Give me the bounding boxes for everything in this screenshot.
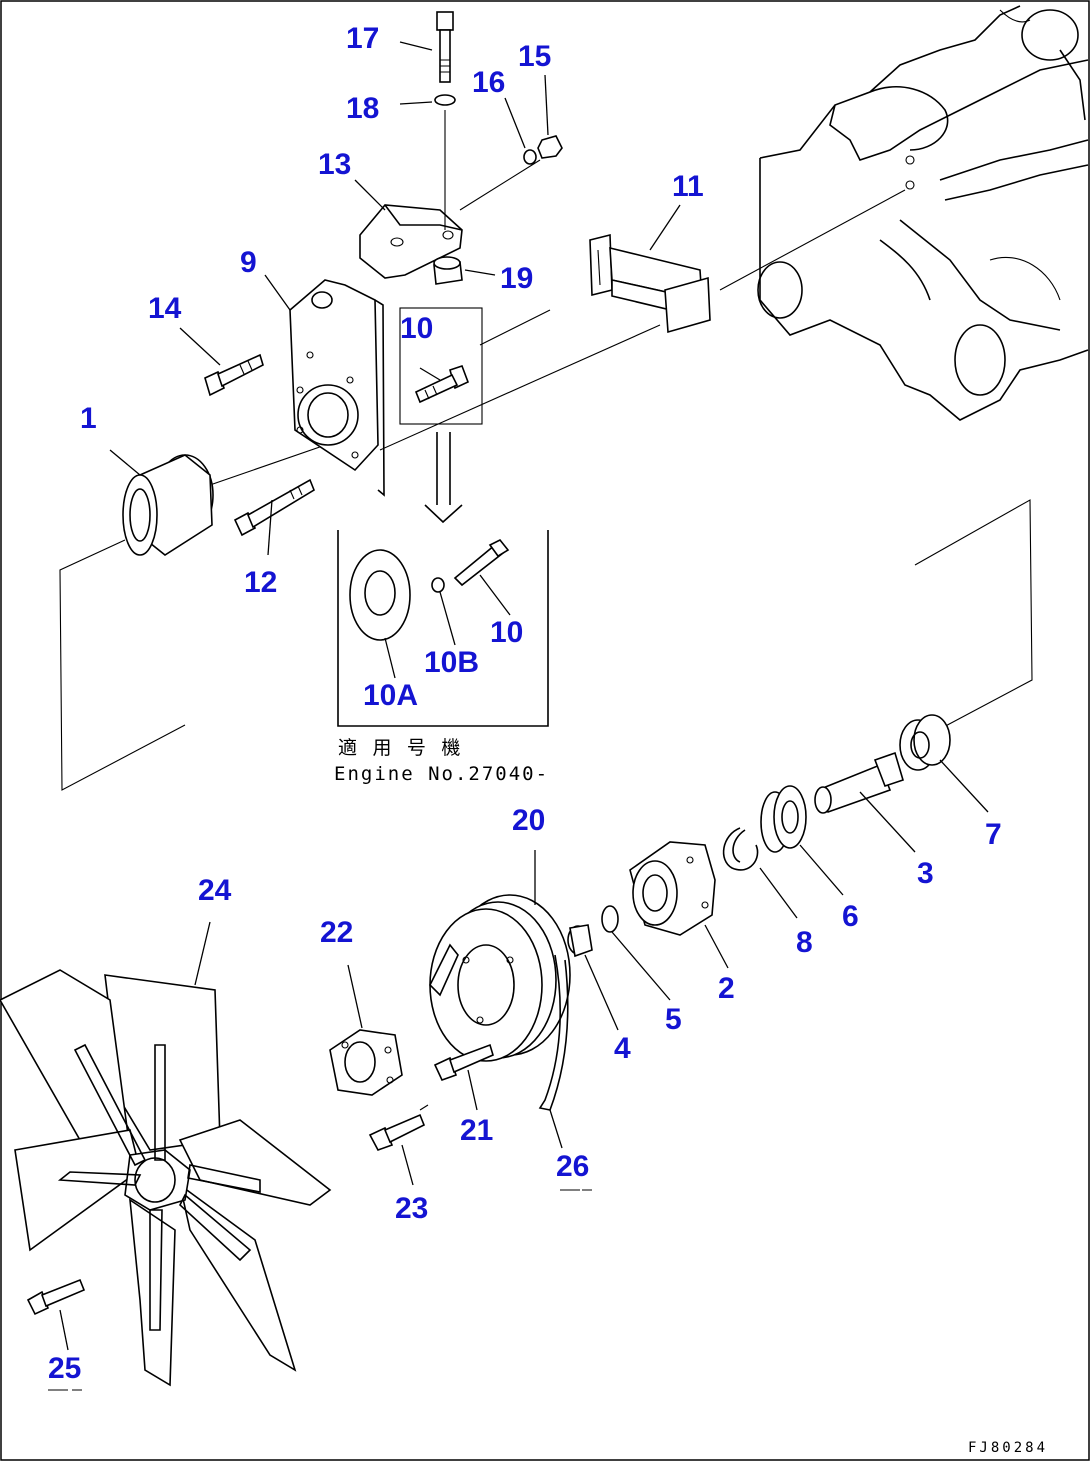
part-12-bolt	[233, 478, 315, 537]
callout-20: 20	[512, 804, 545, 837]
part-4-spacer	[567, 924, 593, 958]
callout-1: 1	[80, 402, 97, 435]
part-3-shaft	[814, 751, 904, 814]
callout-23: 23	[395, 1192, 428, 1225]
callout-19: 19	[500, 262, 533, 295]
inset-arrow	[424, 432, 463, 524]
part-24-fan	[0, 969, 332, 1387]
callout-18: 18	[346, 92, 379, 125]
part-25-bolt	[26, 1278, 86, 1316]
part-5-washer	[601, 905, 619, 933]
callout-24: 24	[198, 874, 232, 907]
inset-detail-box	[337, 530, 549, 727]
part-18-washer	[434, 94, 456, 106]
leader-lines	[48, 41, 989, 1391]
callout-10-inset: 10	[490, 616, 523, 649]
callout-10b: 10B	[424, 646, 479, 679]
part-2-housing	[629, 841, 716, 936]
part-13-bracket	[359, 204, 463, 279]
part-16-washer	[523, 149, 537, 165]
part-1-hub	[122, 454, 214, 556]
callout-10-upper: 10	[400, 312, 433, 345]
callout-17: 17	[346, 22, 379, 55]
part-9-plate	[289, 279, 385, 497]
part-19-spacer	[433, 256, 463, 285]
callout-5: 5	[665, 1003, 682, 1036]
callout-16: 16	[472, 66, 505, 99]
callout-21: 21	[460, 1114, 493, 1147]
part-10b-washer	[431, 577, 445, 593]
part-26-strap	[538, 954, 569, 1111]
inset-note-line1: 適 用 号 機	[338, 737, 462, 759]
callout-2: 2	[718, 972, 735, 1005]
part-23-bolt	[368, 1104, 429, 1151]
part-20-pulley	[429, 894, 571, 1062]
callout-22: 22	[320, 916, 353, 949]
callout-7: 7	[985, 818, 1002, 851]
part-10a-gasket	[349, 549, 411, 641]
part-11-bracket	[589, 233, 711, 334]
callout-11: 11	[672, 170, 704, 203]
callout-14: 14	[148, 292, 182, 325]
part-14-bolt	[204, 353, 264, 397]
part-7-bearing	[899, 714, 951, 771]
part-8-snap-ring	[722, 827, 759, 871]
part-6-bearing	[760, 785, 807, 853]
part-15-nut	[537, 135, 563, 159]
callout-10a: 10A	[363, 679, 418, 712]
part-22-adapter	[329, 1029, 403, 1096]
engine-block	[757, 5, 1089, 421]
callout-8: 8	[796, 926, 813, 959]
inset-note-line2: Engine No.27040-	[334, 763, 549, 785]
callout-26: 26	[556, 1150, 589, 1183]
part-10-bolt-upper	[399, 307, 483, 425]
callout-25: 25	[48, 1352, 81, 1385]
callout-3: 3	[917, 857, 934, 890]
drawing-code: FJ80284	[968, 1440, 1048, 1456]
callout-4: 4	[614, 1032, 631, 1065]
part-17-bolt	[436, 11, 454, 230]
callout-labels: 1 2 3 4 5 6 7 8 9 10 10 10A 10B 11 12 13…	[48, 22, 1002, 1385]
callout-15: 15	[518, 40, 551, 73]
callout-13: 13	[318, 148, 351, 181]
callout-9: 9	[240, 246, 257, 279]
callout-12: 12	[244, 566, 277, 599]
assembly-axis-lines	[59, 159, 1033, 791]
callout-6: 6	[842, 900, 859, 933]
part-21-bolt	[433, 1043, 494, 1081]
